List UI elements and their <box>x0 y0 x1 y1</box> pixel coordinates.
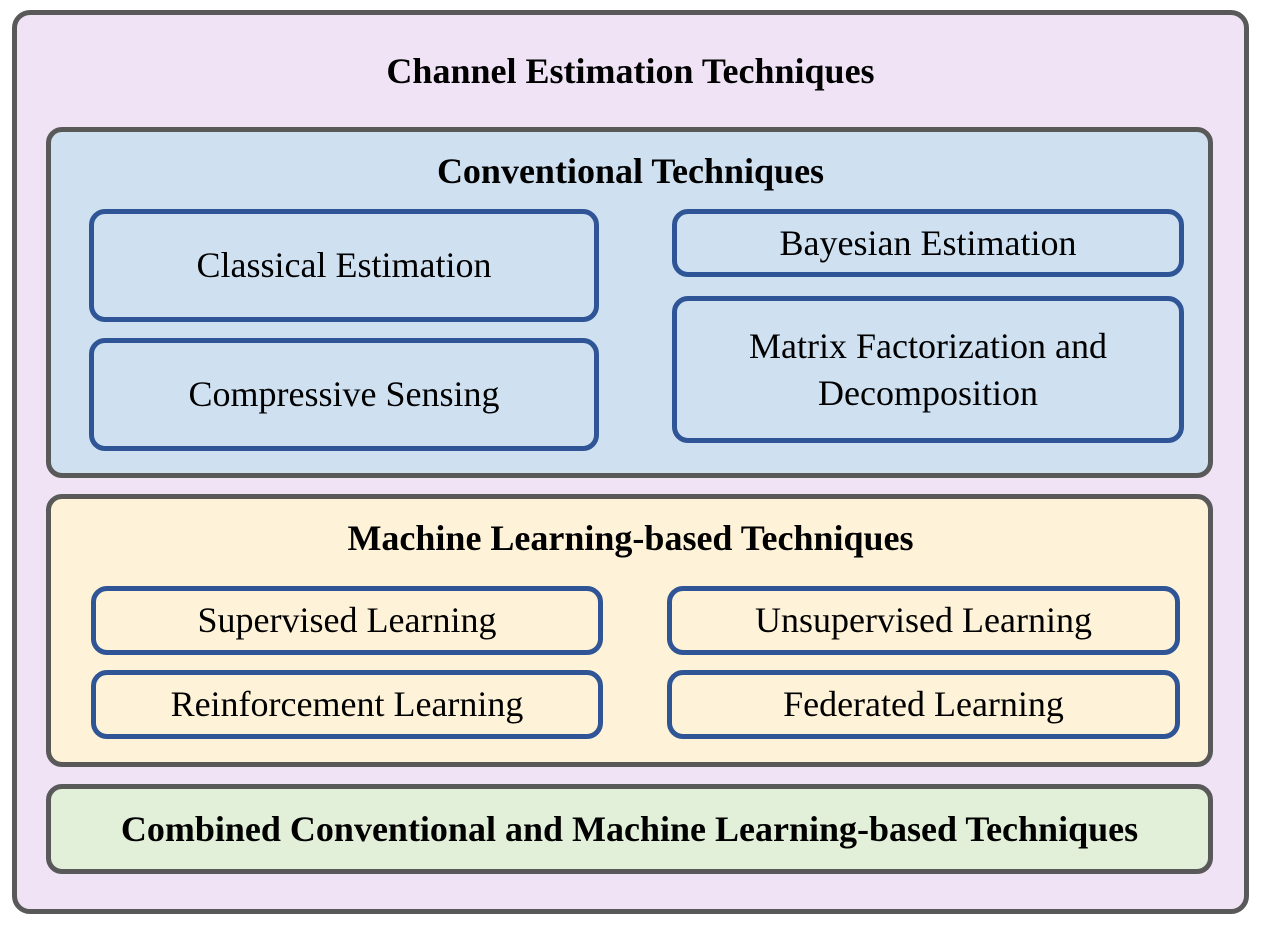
ml-techniques-group <box>46 494 1213 767</box>
reinforcement-learning-box: Reinforcement Learning <box>91 670 603 739</box>
bayesian-estimation-box: Bayesian Estimation <box>672 209 1184 277</box>
conventional-techniques-group <box>46 127 1213 478</box>
compressive-sensing-box: Compressive Sensing <box>89 338 599 451</box>
diagram-title: Channel Estimation Techniques <box>386 51 875 91</box>
combined-techniques-title: Combined Conventional and Machine Learni… <box>120 809 1139 849</box>
matrix-factorization-box: Matrix Factorization and Decomposition <box>672 296 1184 443</box>
unsupervised-learning-box: Unsupervised Learning <box>667 586 1180 655</box>
federated-learning-box: Federated Learning <box>667 670 1180 739</box>
conventional-techniques-title: Conventional Techniques <box>436 151 825 191</box>
combined-techniques-group: Combined Conventional and Machine Learni… <box>46 784 1213 874</box>
classical-estimation-box: Classical Estimation <box>89 209 599 322</box>
ml-techniques-title: Machine Learning-based Techniques <box>347 518 914 558</box>
supervised-learning-box: Supervised Learning <box>91 586 603 655</box>
